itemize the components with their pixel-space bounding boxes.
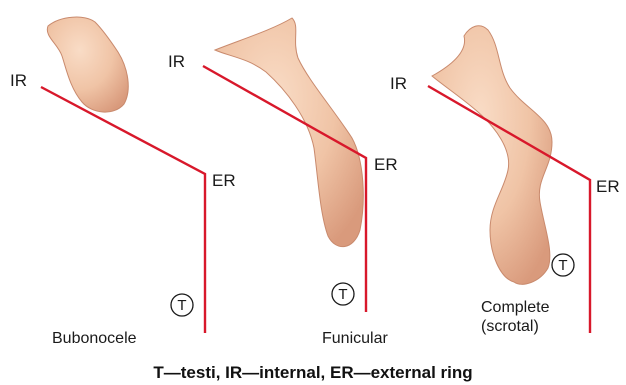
ir-label: IR xyxy=(168,52,185,71)
caption-complete: Complete xyxy=(481,299,550,316)
caption-bubonocele: Bubonocele xyxy=(52,330,137,347)
ir-label: IR xyxy=(10,71,27,90)
er-label: ER xyxy=(212,171,236,190)
testis-letter: T xyxy=(558,257,567,274)
ir-label: IR xyxy=(390,74,407,93)
legend-footer: T—testi, IR—internal, ER—external ring xyxy=(153,363,472,382)
testis-letter: T xyxy=(177,297,186,314)
hernial-sac-complete xyxy=(432,26,552,285)
panel-complete-scrotal: IR ER T Complete (scrotal) xyxy=(390,26,620,335)
panel-funicular: IR ER T Funicular xyxy=(168,18,398,347)
hernial-sac-funicular xyxy=(215,18,363,247)
er-label: ER xyxy=(596,177,620,196)
panel-bubonocele: IR ER T Bubonocele xyxy=(10,17,236,347)
caption-scrotal: (scrotal) xyxy=(481,318,539,335)
testis-letter: T xyxy=(338,286,347,303)
er-label: ER xyxy=(374,155,398,174)
caption-funicular: Funicular xyxy=(322,330,388,347)
